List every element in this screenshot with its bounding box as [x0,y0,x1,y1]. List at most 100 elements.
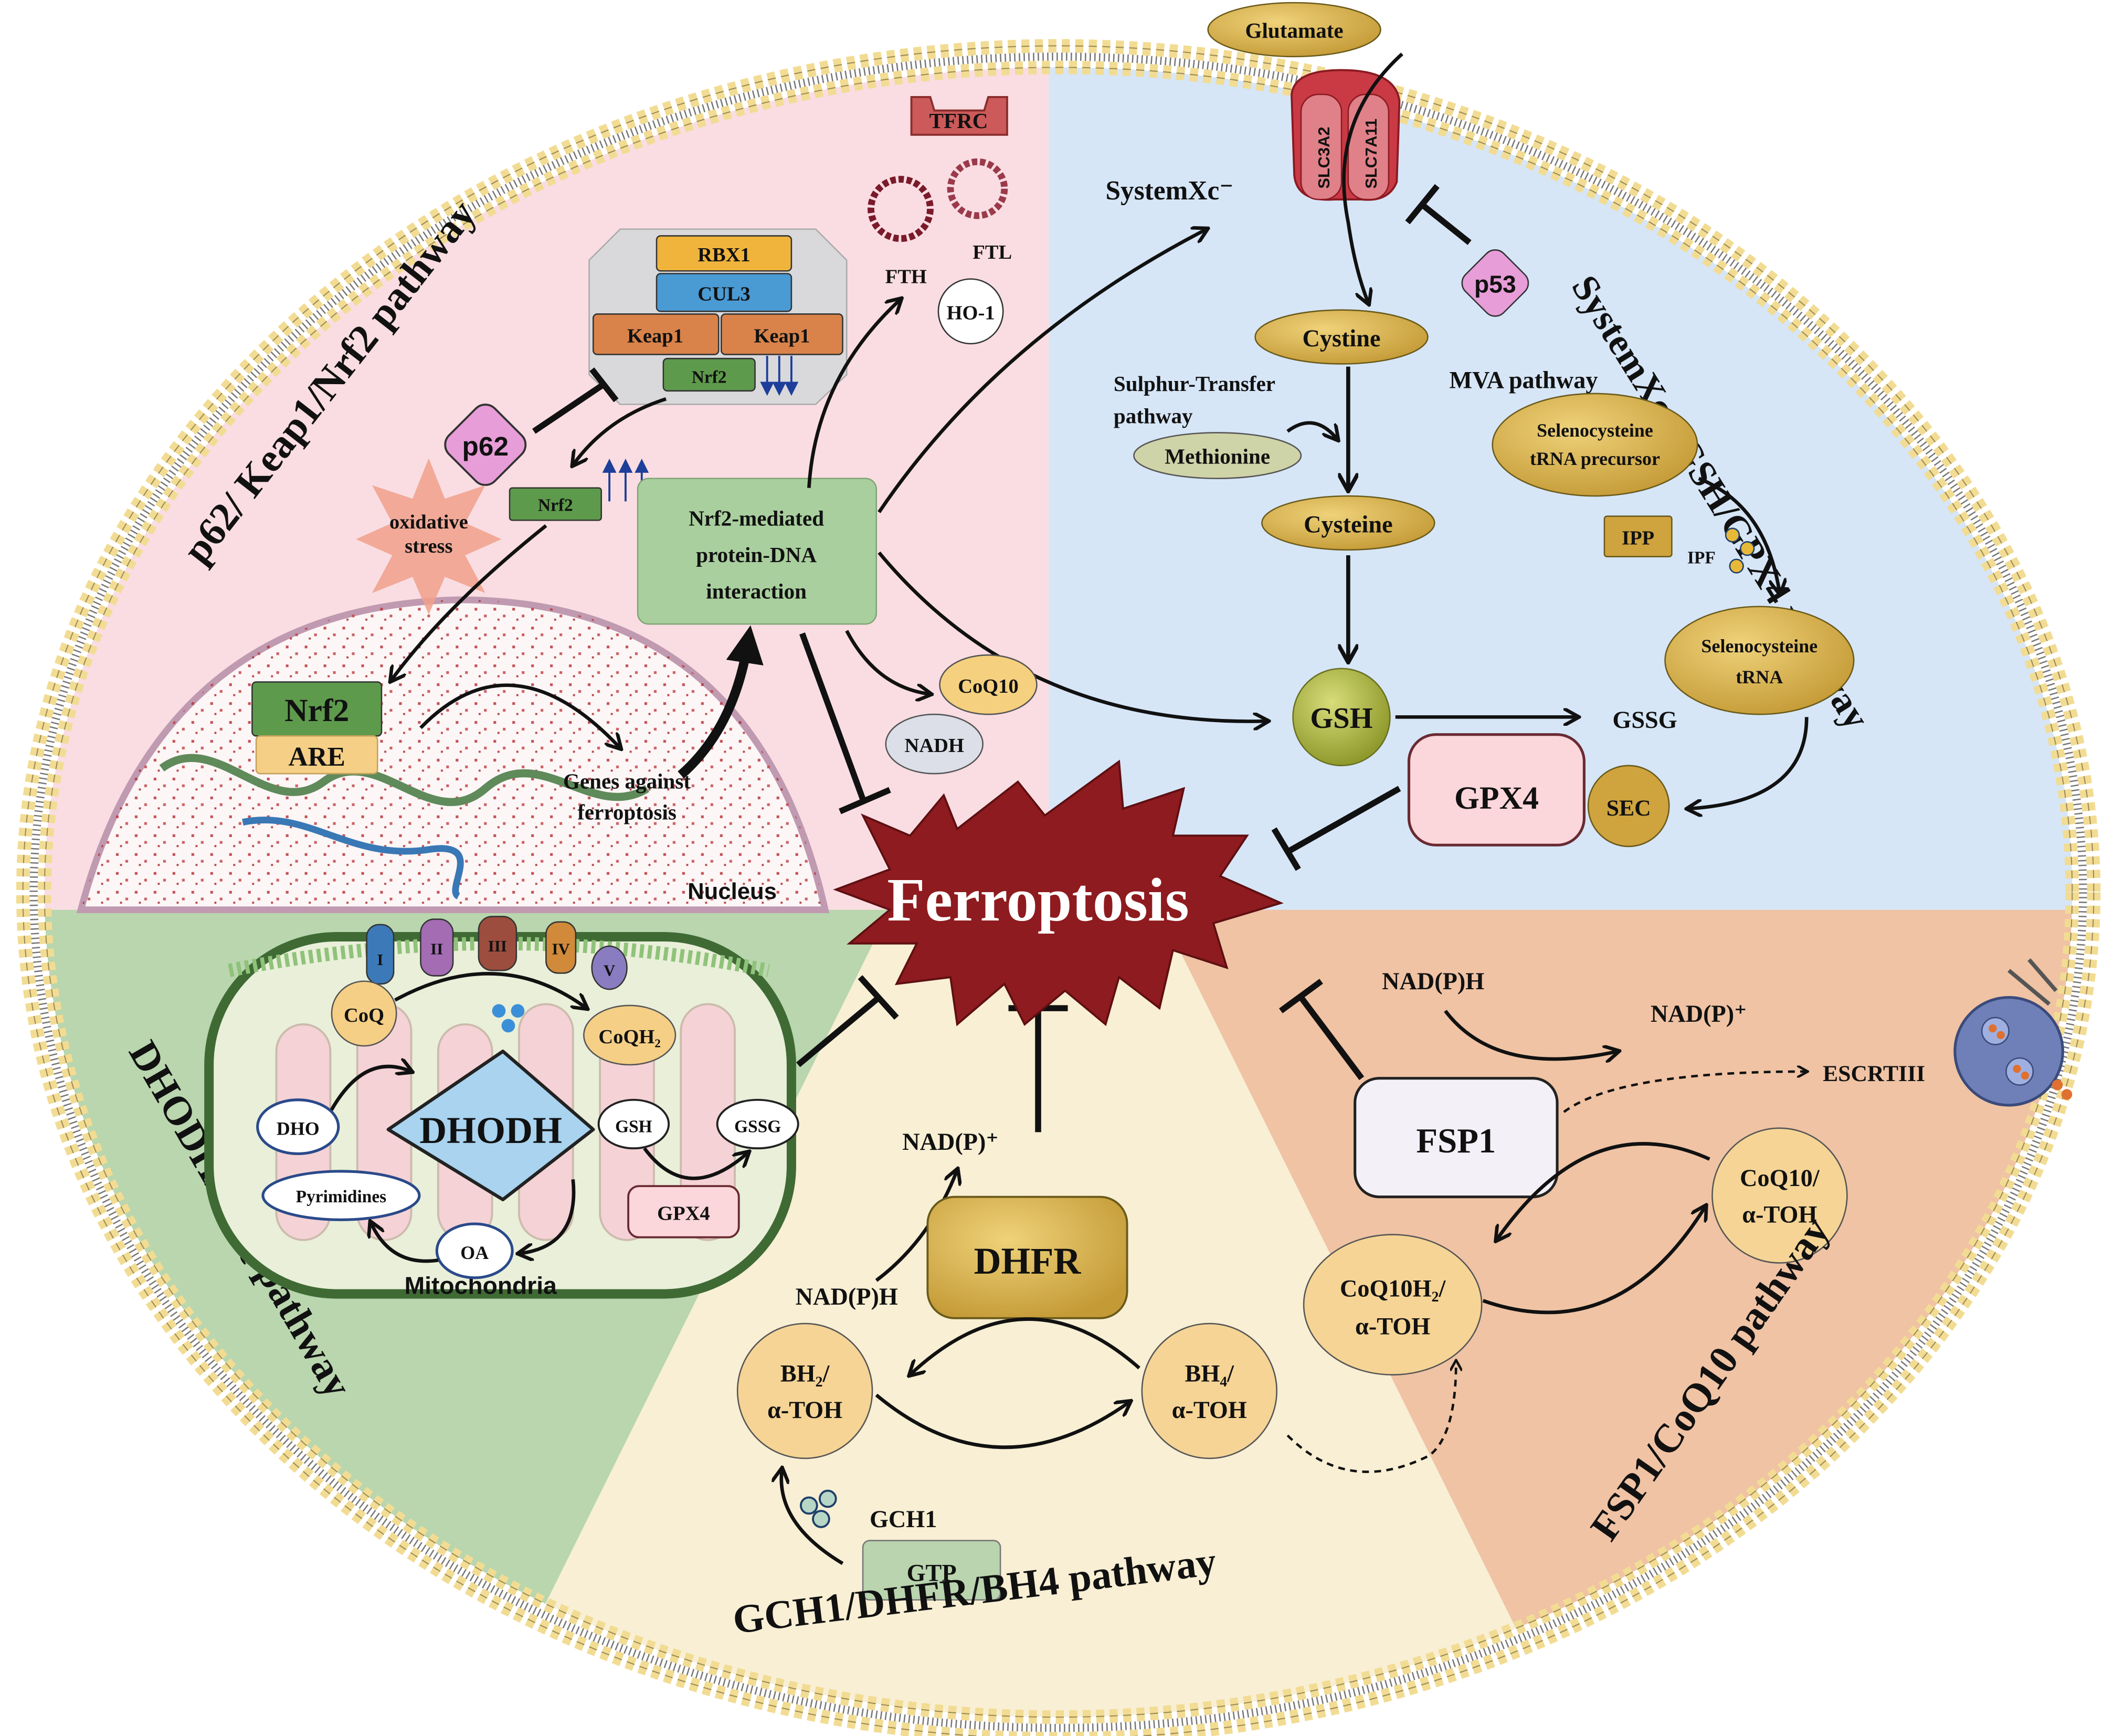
fsp1-inhibition-line [1298,996,1365,1081]
dho-node[interactable]: DHO [256,1098,340,1156]
rbx1-box [656,235,792,272]
dhfr-label: DHFR [974,1240,1082,1282]
arrow-complex-to-nrf2 [573,397,667,465]
systemxc-label: SystemXc⁻ [1105,176,1233,206]
glutamate-node[interactable]: Glutamate [1207,2,1381,58]
wrench-icon [2007,958,2058,1006]
arrow-nadph-nadp [875,1170,957,1282]
keap1-complex[interactable]: RBX1 CUL3 Keap1 Keap1 Nrf2 [588,228,848,405]
glutamate-label: Glutamate [1245,18,1344,43]
escrt-label: ESCRTIII [1823,1061,1925,1086]
coq10-node[interactable]: CoQ10 [939,654,1038,715]
pyrimidines-node[interactable]: Pyrimidines [261,1170,421,1221]
cystine-node[interactable]: Cystine [1254,309,1429,365]
dhfr-nadph-label: NAD(P)H [796,1283,898,1310]
mito-gssg-node[interactable]: GSSG [716,1098,799,1150]
sec-precursor-node[interactable]: Selenocysteine tRNA precursor [1492,393,1698,497]
sec-trna-node[interactable]: Selenocysteine tRNA [1664,606,1855,715]
sulphur-label-2: pathway [1114,404,1193,428]
bh4-label-2: α-TOH [1172,1396,1247,1423]
fsp1-node[interactable]: FSP1 [1354,1077,1559,1199]
membrane-outer-outline [23,45,2094,1736]
ferroptosis-node[interactable]: Ferroptosis [833,759,1284,1026]
p62-inhibition-bar [589,367,619,403]
dna-strand [159,754,650,806]
complex-iii-label: III [488,937,507,955]
dhodh-node[interactable]: DHODH [386,1050,595,1202]
sec-trna-label-1: Selenocysteine [1701,636,1818,657]
p53-inhibition-bar [1405,184,1440,225]
p53-node[interactable]: p53 [1457,245,1533,321]
interaction-inhibition-line [799,632,866,801]
gsh-node[interactable]: GSH [1292,668,1391,767]
coqh2-node[interactable]: CoQH₂ [583,1004,677,1066]
nadh-node[interactable]: NADH [885,713,984,775]
mito-gpx4-node[interactable]: GPX4 [627,1185,740,1239]
nrf2-nuclear-label: Nrf2 [284,693,349,728]
fsp1-label: FSP1 [1416,1121,1496,1160]
mito-gsh-node[interactable]: GSH [597,1098,670,1150]
bh2-label-2: α-TOH [767,1396,842,1423]
coq10-toh-node[interactable]: CoQ10/ α-TOH [1711,1127,1848,1264]
keap1-label-1: Keap1 [627,325,683,347]
gpx4-node[interactable]: GPX4 [1407,733,1585,846]
tfrc-label: TFRC [929,109,988,133]
p62-node[interactable]: p62 [440,399,531,490]
ho1-label: HO-1 [947,302,995,324]
cysteine-node[interactable]: Cysteine [1261,495,1435,551]
sec-node[interactable]: SEC [1587,765,1670,848]
gpx4-inhibition-bar [1271,827,1301,871]
arrow-to-coq10 [845,630,930,694]
oa-label: OA [460,1242,489,1263]
etc-complexes: I II III IV V [366,916,628,990]
systemxc-transporter[interactable]: SLC3A2 SLC7A11 [1291,69,1401,201]
nucleus-label: Nucleus [688,878,777,904]
ipp-node[interactable]: IPP [1603,515,1673,558]
coq10-label: CoQ10 [958,675,1019,697]
arrow-coq10h2-coq10 [1482,1206,1706,1315]
interaction-label-3: interaction [706,579,807,603]
interaction-inhibition-bar [839,787,891,814]
nrf2-free-node[interactable]: Nrf2 [509,487,603,521]
fsp1-nadph-label: NAD(P)H [1382,968,1484,994]
vesicle-icon [1953,996,2073,1107]
ho1-node[interactable]: HO-1 [937,278,1004,345]
mito-gpx4-label: GPX4 [657,1202,710,1224]
coq-label: CoQ [344,1004,384,1026]
arrow-bh4-bh2 [910,1317,1140,1375]
mito-gssg-label: GSSG [734,1117,781,1136]
nrf2-are-node[interactable]: Nrf2 ARE [251,681,383,775]
oxidative-stress-burst: oxidative stress [356,458,502,615]
arrow-trna-sec [1688,717,1809,809]
sec-label: SEC [1606,796,1651,821]
coq10h2-toh-label-1: CoQ10H₂/ [1340,1275,1446,1302]
oa-node[interactable]: OA [435,1222,514,1279]
arrow-coq10-coq10h2 [1496,1142,1710,1240]
cystine-label: Cystine [1303,325,1381,352]
arrow-precursor-trna [1698,477,1780,593]
coqh2-label: CoQH₂ [598,1026,661,1048]
fth-label: FTH [885,266,927,288]
slc7a11-label: SLC7A11 [1362,119,1380,189]
stress-label: stress [405,535,452,557]
mito-inhibition-line [796,995,881,1067]
gch1-label: GCH1 [870,1506,937,1532]
bh4-node[interactable]: BH₄/ α-TOH [1141,1322,1278,1459]
electron-dots-icon [492,1004,525,1033]
arrow-fsp1-escrt [1563,1072,1806,1113]
gpx4-inhibition-line [1286,786,1401,855]
nrf2-free-label: Nrf2 [538,495,573,515]
tfrc-receptor[interactable]: TFRC [910,96,1008,136]
coq10h2-toh-node[interactable]: CoQ10H₂/ α-TOH [1303,1234,1483,1375]
gtp-node[interactable]: GTP [862,1540,1001,1601]
dhfr-node[interactable]: DHFR [926,1195,1128,1319]
methionine-node[interactable]: Methionine [1133,432,1302,480]
bh2-node[interactable]: BH₂/ α-TOH [736,1322,873,1459]
coq-node[interactable]: CoQ [331,980,397,1047]
interaction-label-2: protein-DNA [696,543,817,567]
oxidative-label: oxidative [389,511,468,533]
arrow-to-gsh [878,551,1267,722]
dho-label: DHO [277,1118,320,1139]
nrf2-interaction-node[interactable]: Nrf2-mediated protein-DNA interaction [637,478,878,625]
nadh-label: NADH [905,735,964,757]
